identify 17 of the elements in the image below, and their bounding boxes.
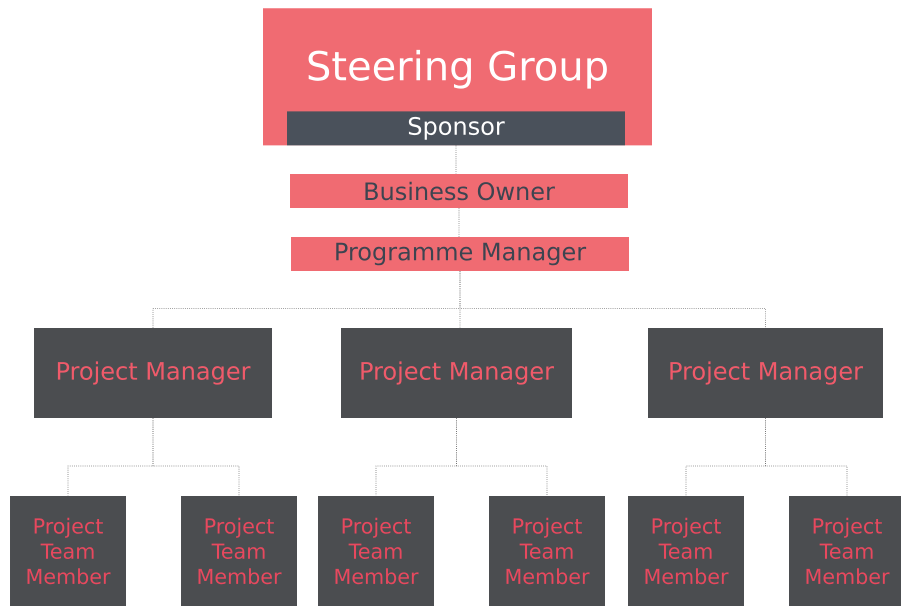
role-bar: Sponsor xyxy=(287,111,625,146)
manager-box: Project Manager xyxy=(341,328,572,418)
member-box: Project Team Member xyxy=(789,496,901,606)
member-box: Project Team Member xyxy=(489,496,605,606)
member-box: Project Team Member xyxy=(318,496,434,606)
member-box: Project Team Member xyxy=(628,496,744,606)
role-bar: Programme Manager xyxy=(291,237,629,271)
connector-line xyxy=(456,418,548,496)
member-box: Project Team Member xyxy=(181,496,297,606)
manager-box: Project Manager xyxy=(34,328,272,418)
manager-box: Project Manager xyxy=(648,328,883,418)
role-bar: Business Owner xyxy=(290,174,628,208)
connector-line xyxy=(765,418,848,496)
connector-line xyxy=(152,418,240,496)
member-box: Project Team Member xyxy=(10,496,126,606)
connector-line xyxy=(460,270,766,328)
connector-line xyxy=(458,208,460,238)
